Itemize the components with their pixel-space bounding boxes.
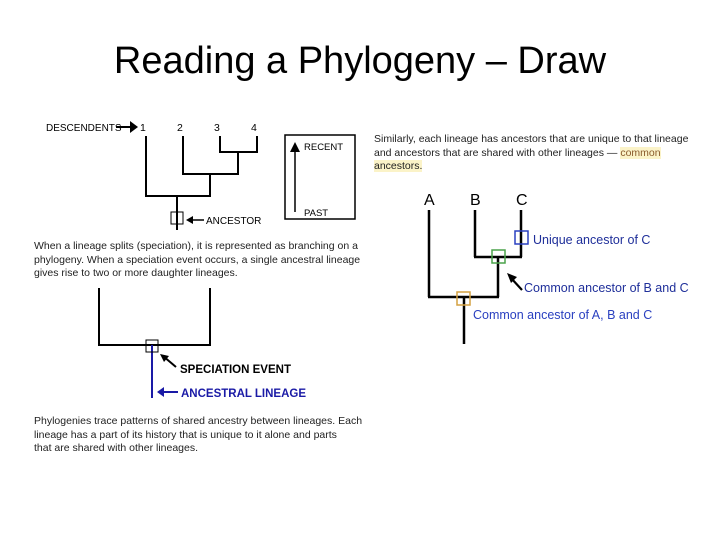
tree3: A B C Unique ancestor of C Common ancest… (424, 192, 689, 344)
tree3-branches (427, 210, 523, 344)
similarly-line-3: ancestors. (374, 160, 688, 174)
similarly-line-1: Similarly, each lineage has ancestors th… (374, 133, 689, 145)
unique-ancestor-box (514, 230, 529, 245)
ancestor-label: ANCESTOR (206, 216, 261, 227)
descendents-label: DESCENDENTS (46, 123, 122, 134)
shared-line-1: Phylogenies trace patterns of shared anc… (34, 415, 363, 427)
tree1-tip-3: 3 (214, 122, 220, 134)
common-bc-arrow (507, 273, 523, 291)
branching-line-3: gives rise to two or more daughter linea… (34, 267, 238, 279)
ancestors-highlight: ancestors. (374, 160, 423, 172)
tree3-tip-a: A (424, 192, 435, 209)
speciation-node-marker (145, 339, 159, 353)
shared-line-2: lineage has a part of its history that i… (34, 428, 337, 441)
common-bc-label: Common ancestor of B and C (524, 281, 689, 295)
tree1: DESCENDENTS 1 2 3 4 ANCESTOR (46, 121, 356, 230)
tree2: SPECIATION EVENT ANCESTRAL LINEAGE (98, 288, 306, 400)
descendents-arrow (116, 121, 138, 133)
time-arrow (290, 142, 300, 212)
common-bc-box (491, 249, 506, 264)
ancestor-arrow (186, 216, 204, 224)
slide-title: Reading a Phylogeny – Draw (113, 40, 607, 82)
shared-line-3: that are shared with other lineages. (34, 442, 199, 454)
speciation-arrow (160, 354, 177, 368)
tree3-tip-c: C (516, 192, 528, 209)
recent-label: RECENT (304, 142, 343, 153)
tree2-branches (98, 288, 211, 346)
similarly-line-2: and ancestors that are shared with other… (374, 146, 688, 161)
ancestral-lineage-label: ANCESTRAL LINEAGE (181, 388, 306, 400)
speciation-label: SPECIATION EVENT (180, 364, 291, 376)
branching-line-2: phylogeny. When a speciation event occur… (34, 253, 361, 266)
tree1-tip-2: 2 (177, 122, 183, 134)
branching-paragraph: When a lineage splits (speciation), it i… (34, 240, 360, 281)
common-abc-label: Common ancestor of A, B and C (473, 308, 652, 322)
common-abc-box (456, 291, 471, 306)
common-highlight: common (620, 146, 661, 159)
lineage-arrow (157, 387, 178, 397)
ancestor-node-marker (170, 211, 184, 225)
past-label: PAST (304, 208, 328, 219)
unique-ancestor-label: Unique ancestor of C (533, 233, 650, 247)
shared-ancestry-paragraph: Phylogenies trace patterns of shared anc… (34, 415, 362, 456)
time-axis-box (284, 134, 356, 220)
tree3-tip-b: B (470, 192, 481, 209)
branching-line-1: When a lineage splits (speciation), it i… (34, 240, 358, 252)
similarly-paragraph: Similarly, each lineage has ancestors th… (374, 133, 688, 174)
tree1-tip-1: 1 (140, 122, 146, 134)
tree1-tip-4: 4 (251, 122, 257, 134)
similarly-line-2-text: and ancestors that are shared with other… (374, 146, 621, 159)
